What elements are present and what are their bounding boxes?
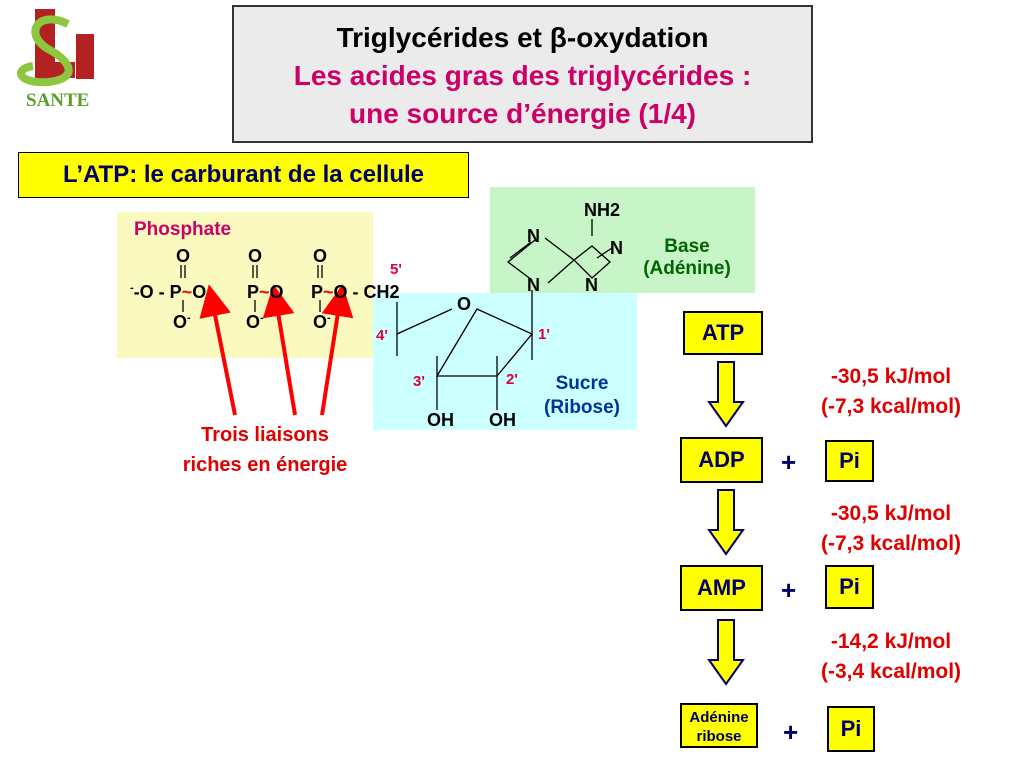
atom-n: N: [610, 238, 623, 258]
charge: -: [187, 312, 191, 324]
atom-o: O: [313, 312, 328, 332]
hydroxyl: OH: [489, 410, 516, 430]
tilde: ~: [181, 282, 193, 302]
bonds-label-2: riches en énergie: [182, 454, 348, 476]
plus-sign: +: [783, 717, 799, 747]
atom-n: N: [585, 275, 598, 295]
atom-o: O: [248, 246, 263, 266]
adenine-ribose-box: Adénine ribose: [680, 703, 758, 748]
energy-kcal: (-7,3 kcal/mol): [820, 395, 962, 418]
adenine-label: Adénine: [689, 709, 749, 726]
energy-kcal: (-7,3 kcal/mol): [820, 532, 962, 555]
atom-o: O: [246, 312, 261, 332]
atom-o: O: [192, 282, 207, 302]
title-sub-2: une source d’énergie (1/4): [349, 98, 696, 129]
pi-box: Pi: [825, 565, 874, 609]
energy-kj: -14,2 kJ/mol: [830, 630, 952, 653]
base-name: (Adénine): [643, 258, 731, 279]
charge: -: [130, 282, 134, 294]
charge: -: [327, 312, 331, 324]
charge: -: [260, 312, 264, 324]
atom-o: O: [313, 246, 328, 266]
section-heading: L’ATP: le carburant de la cellule: [18, 152, 469, 198]
atom-p: P: [247, 282, 260, 302]
atom-p: P: [311, 282, 324, 302]
title-sub-1: Les acides gras des triglycérides :: [293, 60, 752, 91]
logo-text: SANTE: [26, 90, 90, 111]
ch2-group: O - CH2: [333, 282, 400, 302]
pi-box: Pi: [825, 440, 874, 482]
pi-box: Pi: [827, 706, 875, 752]
plus-sign: +: [781, 575, 797, 605]
atom-o: O: [176, 246, 191, 266]
carbon-5: 5': [390, 261, 402, 278]
arrow-down: [707, 619, 745, 686]
carbon-4: 4': [376, 327, 388, 344]
logo-mark: [17, 9, 94, 87]
title-main: Triglycérides et β-oxydation: [336, 22, 709, 53]
amine-group: NH2: [584, 200, 621, 220]
energy-kj: -30,5 kJ/mol: [830, 365, 952, 388]
energy-kcal: (-3,4 kcal/mol): [820, 660, 962, 683]
atom-n: N: [527, 275, 540, 295]
title-box: Triglycérides et β-oxydation Les acides …: [232, 5, 813, 143]
tilde: ~: [323, 282, 334, 302]
sugar-region: [373, 293, 637, 430]
bonds-label-1: Trois liaisons: [201, 424, 329, 446]
phosphate-alpha: -O - P: [133, 282, 182, 302]
plus-sign: +: [781, 447, 797, 477]
atom-o: O: [173, 312, 188, 332]
phosphate-label: Phosphate: [134, 219, 232, 240]
energy-kj: -30,5 kJ/mol: [830, 502, 952, 525]
carbon-2: 2': [506, 371, 518, 388]
tilde: ~: [259, 282, 270, 302]
carbon-3: 3': [413, 373, 425, 390]
atom-o: O: [269, 282, 284, 302]
ribose-label: ribose: [696, 728, 742, 745]
sugar-label: Sucre: [555, 373, 609, 394]
arrow-down: [707, 489, 745, 556]
amp-box: AMP: [680, 565, 763, 611]
carbon-1: 1': [538, 326, 550, 343]
atp-box: ATP: [683, 311, 763, 355]
adp-box: ADP: [680, 437, 763, 483]
atom-n: N: [527, 226, 540, 246]
hydroxyl: OH: [427, 410, 454, 430]
logo: SANTE: [8, 4, 108, 112]
ring-oxygen: O: [457, 294, 472, 314]
arrow-down: [707, 361, 745, 428]
base-label: Base: [664, 236, 710, 257]
sugar-name: (Ribose): [544, 397, 620, 418]
